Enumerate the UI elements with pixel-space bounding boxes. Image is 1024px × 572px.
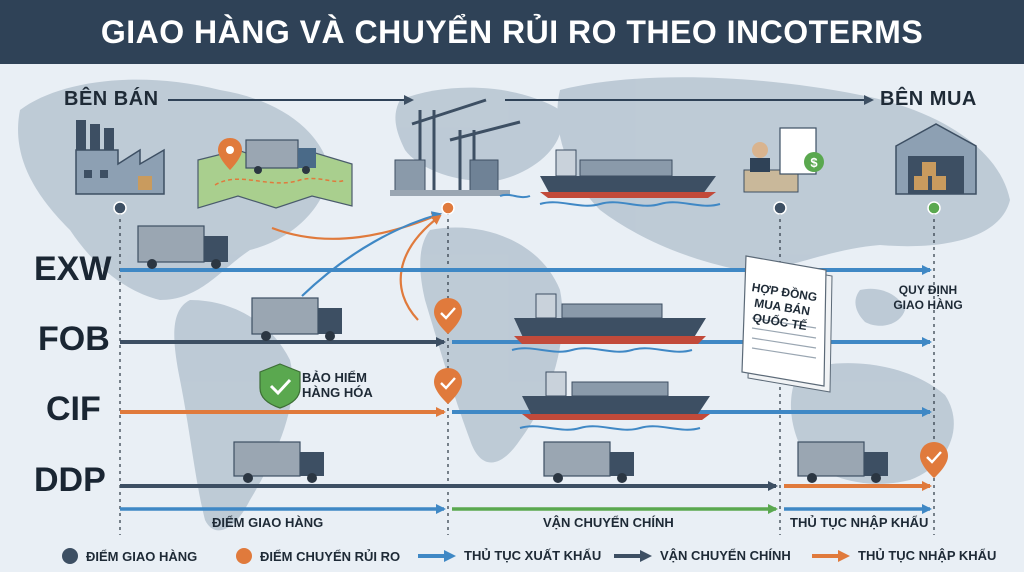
truck-icon-ddp-3: [797, 441, 888, 483]
title-bar: GIAO HÀNG VÀ CHUYỂN RỦI RO THEO INCOTERM…: [0, 0, 1024, 64]
insurance-label: BẢO HIỂM HÀNG HÓA: [302, 370, 392, 400]
term-cif: CIF: [46, 390, 101, 428]
truck-icon-ddp-2: [543, 441, 634, 483]
arrow-icon: [614, 549, 652, 562]
factory-icon: [75, 120, 165, 195]
legend-label: ĐIỂM GIAO HÀNG: [86, 548, 198, 564]
page-title: GIAO HÀNG VÀ CHUYỂN RỦI RO THEO INCOTERM…: [100, 13, 924, 50]
seller-label: BÊN BÁN: [64, 88, 159, 110]
legend-item-risk-transfer: ĐIỂM CHUYỂN RỦI RO: [236, 548, 400, 564]
insurance-line-2: HÀNG HÓA: [302, 385, 373, 400]
customs-officer-icon: $: [743, 127, 824, 193]
truck-icon-fob: [251, 297, 342, 341]
buyer-label: BÊN MUA: [880, 88, 977, 110]
term-exw: EXW: [34, 250, 112, 288]
risk-pin-fob: [434, 298, 462, 334]
insurance-shield-icon: [259, 363, 301, 409]
stage-delivery-point: ĐIỂM GIAO HÀNG: [212, 515, 324, 530]
stage-import-procedure: THỦ TỤC NHẬP KHẨU: [790, 515, 929, 530]
dot-icon: [62, 548, 78, 564]
legend-item-main-transport: VẬN CHUYỂN CHÍNH: [614, 548, 791, 563]
stage-main-transport: VẬN CHUYỂN CHÍNH: [543, 515, 674, 530]
route-map-icon: [197, 138, 353, 209]
warehouse-icon: [895, 123, 977, 195]
legend-item-import: THỦ TỤC NHẬP KHẨU: [812, 548, 996, 563]
legend-label: THỦ TỤC XUẤT KHẨU: [464, 548, 602, 563]
term-fob: FOB: [38, 320, 110, 358]
contract-document-icon: [741, 255, 833, 393]
dot-icon: [236, 548, 252, 564]
legend-item-delivery-point: ĐIỂM GIAO HÀNG: [62, 548, 197, 564]
truck-icon-exw: [137, 225, 228, 269]
delivery-rule-line-2: GIAO HÀNG: [893, 298, 963, 312]
insurance-line-1: BẢO HIỂM: [302, 370, 367, 385]
arrow-icon: [812, 549, 850, 562]
legend-label: THỦ TỤC NHẬP KHẨU: [858, 548, 997, 563]
port-crane-icon: [390, 98, 531, 199]
legend: ĐIỂM GIAO HÀNG ĐIỂM CHUYỂN RỦI RO THỦ TỤ…: [0, 540, 1024, 572]
truck-icon-ddp-1: [233, 441, 324, 483]
cargo-ship-icon-cif: [519, 371, 710, 431]
arrow-icon: [418, 549, 456, 562]
term-ddp: DDP: [34, 461, 106, 499]
legend-label: VẬN CHUYỂN CHÍNH: [660, 548, 791, 563]
risk-pin-cif: [434, 368, 462, 404]
svg-text:$: $: [810, 155, 818, 170]
delivery-rule-label: QUY ĐỊNH GIAO HÀNG: [878, 283, 978, 313]
risk-pin-ddp: [920, 442, 948, 478]
delivery-rule-line-1: QUY ĐỊNH: [898, 283, 958, 297]
legend-item-export: THỦ TỤC XUẤT KHẨU: [418, 548, 601, 563]
cargo-ship-icon-fob: [511, 293, 706, 353]
cargo-ship-icon: [539, 149, 721, 207]
legend-label: ĐIỂM CHUYỂN RỦI RO: [260, 548, 401, 564]
